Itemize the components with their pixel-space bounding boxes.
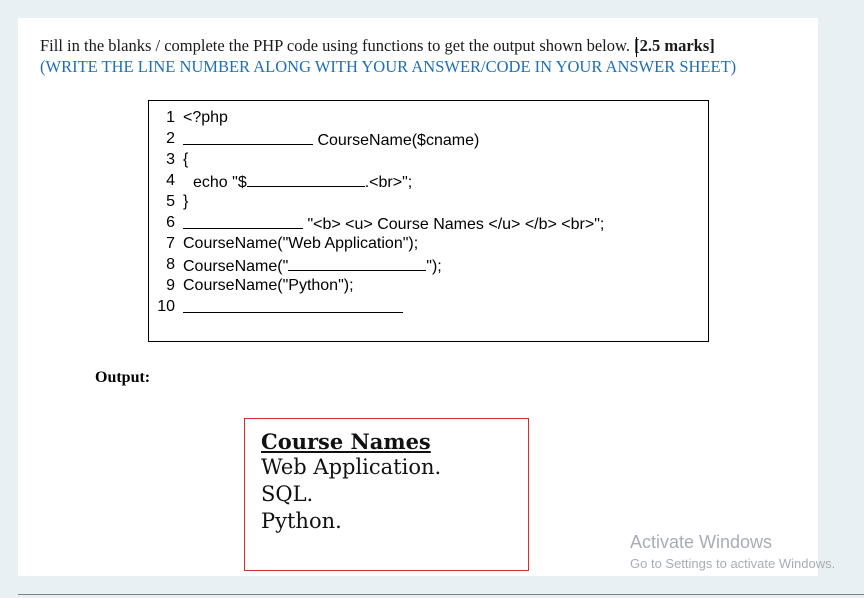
code-fragment: CourseName("	[183, 258, 289, 275]
line-number: 3	[166, 151, 175, 168]
output-item: Web Application.	[261, 455, 442, 479]
code-text: {	[183, 151, 189, 168]
answer-blank	[183, 214, 303, 229]
line-number: 2	[166, 130, 175, 147]
code-text: CourseName($cname)	[183, 130, 479, 150]
question-marks: [2.5 marks]	[634, 36, 715, 55]
code-text: CourseName(" ");	[183, 256, 442, 276]
code-text: echo "$ .<br>";	[193, 172, 412, 192]
output-label: Output:	[95, 369, 151, 386]
line-number: 1	[166, 109, 175, 126]
output-item: Python.	[261, 509, 342, 533]
question-instruction: Fill in the blanks / complete the PHP co…	[40, 36, 630, 55]
code-fragment: .<br>";	[364, 174, 413, 191]
activation-watermark-title: Activate Windows	[630, 532, 773, 552]
question-note: (WRITE THE LINE NUMBER ALONG WITH YOUR A…	[40, 57, 737, 76]
code-text: }	[183, 193, 189, 210]
code-text: <?php	[183, 109, 228, 126]
answer-blank	[288, 256, 427, 271]
code-fragment: "<b> <u> Course Names </u> </b> <br>";	[307, 216, 605, 233]
answer-blank	[183, 130, 313, 145]
line-number: 4	[166, 172, 175, 189]
divider	[18, 594, 864, 595]
activation-watermark-subtitle: Go to Settings to activate Windows.	[630, 556, 836, 571]
code-box: 1 <?php 2 CourseName($cname) 3 { 4 echo …	[148, 100, 709, 342]
code-fragment: CourseName($cname)	[317, 132, 480, 149]
code-fragment: echo "$	[193, 174, 247, 191]
line-number: 5	[166, 193, 175, 210]
answer-blank	[183, 298, 403, 313]
code-text: "<b> <u> Course Names </u> </b> <br>";	[183, 214, 604, 234]
code-text: CourseName("Web Application");	[183, 235, 419, 252]
text-cursor	[636, 37, 637, 57]
output-title: Course Names	[261, 429, 431, 454]
code-fragment: ");	[426, 258, 442, 275]
question-instruction-line: Fill in the blanks / complete the PHP co…	[40, 36, 715, 56]
line-number: 6	[166, 214, 175, 231]
output-item: SQL.	[261, 482, 314, 506]
line-number: 10	[157, 298, 175, 315]
line-number: 7	[166, 235, 175, 252]
line-number: 9	[166, 277, 175, 294]
output-box: Course Names Web Application. SQL. Pytho…	[244, 418, 529, 571]
line-number: 8	[166, 256, 175, 273]
code-text: CourseName("Python");	[183, 277, 354, 294]
document-page: Fill in the blanks / complete the PHP co…	[18, 18, 818, 576]
answer-blank	[246, 172, 365, 187]
code-text	[183, 298, 403, 318]
